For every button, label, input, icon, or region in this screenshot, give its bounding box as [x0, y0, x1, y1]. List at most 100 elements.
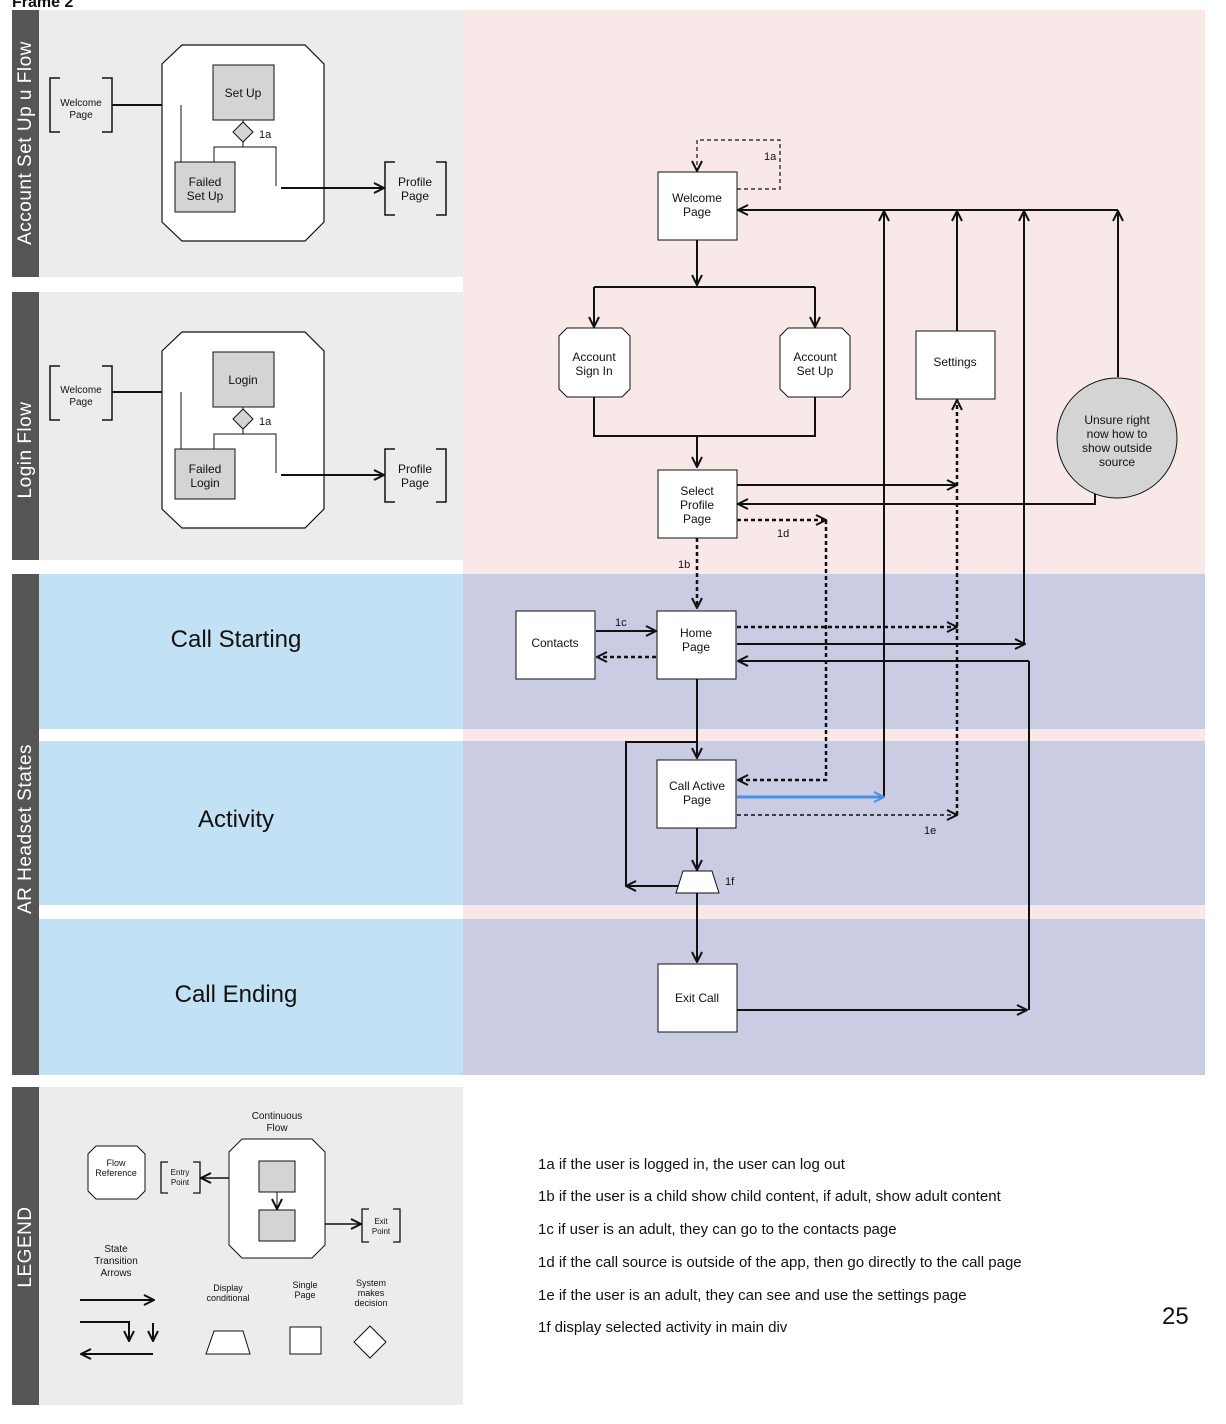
welcome-page-node — [657, 171, 738, 241]
activity-loop-up — [625, 741, 697, 886]
login-entry-label-2: Page — [69, 397, 93, 408]
welcome-node-label-1: Welcome — [672, 191, 722, 205]
select-profile-label-1: Select — [680, 484, 714, 498]
account-setup-label-1: Account — [793, 350, 837, 364]
dotted-to-call-active — [738, 520, 828, 780]
legend: Continuous Flow Flow Reference Entry Poi… — [80, 1111, 401, 1358]
legend-entry-2: Point — [171, 1178, 190, 1187]
legend-system-decision-1: System — [356, 1278, 386, 1288]
login-exit-label-2: Page — [401, 476, 429, 490]
login-decision-label: 1a — [259, 416, 272, 428]
activity-display-conditional — [675, 870, 720, 894]
unsure-label-2: now how to — [1087, 427, 1148, 441]
legend-exit-2: Point — [372, 1227, 391, 1236]
legend-flow-ref-2: Reference — [95, 1168, 137, 1178]
call-active-node — [656, 759, 737, 829]
call-ending-flow-panel — [463, 919, 1205, 1075]
welcome-node-label-2: Page — [683, 205, 711, 219]
setup-fail-node — [174, 161, 236, 213]
lane-bar-legend: LEGEND — [12, 1087, 39, 1405]
setup-entry-label-1: Welcome — [60, 98, 102, 109]
legend-inner-node-2 — [258, 1209, 296, 1242]
login-main-label: Login — [228, 373, 257, 387]
unsure-label-1: Unsure right — [1084, 413, 1150, 427]
sign-in-label-1: Account — [572, 350, 616, 364]
merge-line — [593, 397, 816, 437]
label-1d: 1d — [777, 528, 789, 540]
label-1b: 1b — [678, 559, 690, 571]
home-label-2: Page — [682, 640, 710, 654]
welcome-logout-loop — [697, 139, 781, 190]
activity-flow-panel — [463, 741, 1205, 905]
state-label-call-ending: Call Ending — [174, 981, 298, 1008]
legend-flow-reference-shape — [87, 1145, 146, 1200]
call-ending-panel — [39, 919, 463, 1075]
setup-main-node — [212, 64, 275, 121]
contacts-node — [515, 610, 596, 680]
activity-panel — [39, 741, 463, 905]
exit-call-label: Exit Call — [675, 991, 719, 1005]
state-label-call-starting: Call Starting — [170, 626, 302, 653]
legend-system-decision-3: decision — [354, 1298, 387, 1308]
legend-system-decision-2: makes — [358, 1288, 385, 1298]
login-fail-label-1: Failed — [189, 462, 222, 476]
legend-exit-1: Exit — [374, 1217, 388, 1226]
note-1b: 1b if the user is a child show child con… — [538, 1188, 1001, 1205]
frame-title: Frame 2 — [12, 0, 74, 11]
main-flow-nodes: 1a Welcome Page Account Sign In Account … — [515, 151, 1178, 1033]
legend-display-cond-1: Display — [213, 1283, 243, 1293]
activity-marker-label: 1f — [725, 876, 735, 888]
exit-call-node — [657, 963, 738, 1033]
call-active-label-1: Call Active — [669, 779, 725, 793]
legend-continuous-1: Continuous — [252, 1111, 303, 1122]
legend-single-page-2: Page — [294, 1290, 315, 1300]
legend-continuous-2: Flow — [266, 1123, 288, 1134]
label-1e: 1e — [924, 825, 936, 837]
unsure-label-4: source — [1099, 455, 1135, 469]
note-1f: 1f display selected activity in main div — [538, 1319, 788, 1336]
unsure-to-select-arrow — [738, 490, 1096, 504]
setup-entry-bracket-right — [102, 77, 113, 133]
legend-state-transition-2: Transition — [94, 1256, 138, 1267]
legend-state-transition-3: Arrows — [100, 1268, 131, 1279]
state-label-activity: Activity — [197, 806, 275, 833]
setup-exit-label-1: Profile — [398, 175, 432, 189]
call-active-label-2: Page — [683, 793, 711, 807]
legend-arrow-bent — [80, 1321, 129, 1341]
legend-inner-node-1 — [258, 1160, 296, 1193]
login-fail-label-2: Login — [190, 476, 219, 490]
account-setup-node — [779, 327, 851, 398]
login-exit-label-1: Profile — [398, 462, 432, 476]
setup-exit-label-2: Page — [401, 189, 429, 203]
note-1d: 1d if the call source is outside of the … — [538, 1254, 1022, 1271]
legend-entry-1: Entry — [171, 1168, 190, 1177]
login-entry-label-1: Welcome — [60, 385, 102, 396]
select-profile-label-3: Page — [683, 512, 711, 526]
label-1c: 1c — [615, 617, 627, 629]
select-profile-label-2: Profile — [680, 498, 714, 512]
unsure-source-node — [1056, 377, 1178, 499]
account-sign-in-node — [558, 327, 631, 398]
note-1e: 1e if the user is an adult, they can see… — [538, 1287, 967, 1304]
settings-label: Settings — [933, 355, 976, 369]
main-flow-connectors — [593, 139, 1118, 1010]
label-1a: 1a — [764, 151, 777, 163]
note-1c: 1c if user is an adult, they can go to t… — [538, 1221, 897, 1238]
lane-bar-ar-headset: AR Headset States — [12, 574, 39, 1075]
login-fail-node — [174, 448, 236, 500]
setup-main-label: Set Up — [225, 86, 262, 100]
legend-state-transition-1: State — [104, 1244, 128, 1255]
legend-flow-ref-1: Flow — [106, 1158, 126, 1168]
setup-flow: Welcome Page Set Up 1a Failed Set Up Pro… — [49, 44, 447, 242]
legend-single-page-shape — [289, 1326, 322, 1355]
lane-bar-login: Login Flow — [12, 292, 39, 560]
lane-bar-account-setup: Account Set Up u Flow — [12, 10, 39, 277]
home-label-1: Home — [680, 626, 712, 640]
page-number: 25 — [1162, 1303, 1189, 1330]
setup-fail-label-1: Failed — [189, 175, 222, 189]
legend-display-cond-2: conditional — [206, 1293, 249, 1303]
unsure-label-3: show outside — [1082, 441, 1152, 455]
setup-entry-bracket-left — [49, 77, 60, 133]
call-starting-panel — [39, 574, 463, 729]
